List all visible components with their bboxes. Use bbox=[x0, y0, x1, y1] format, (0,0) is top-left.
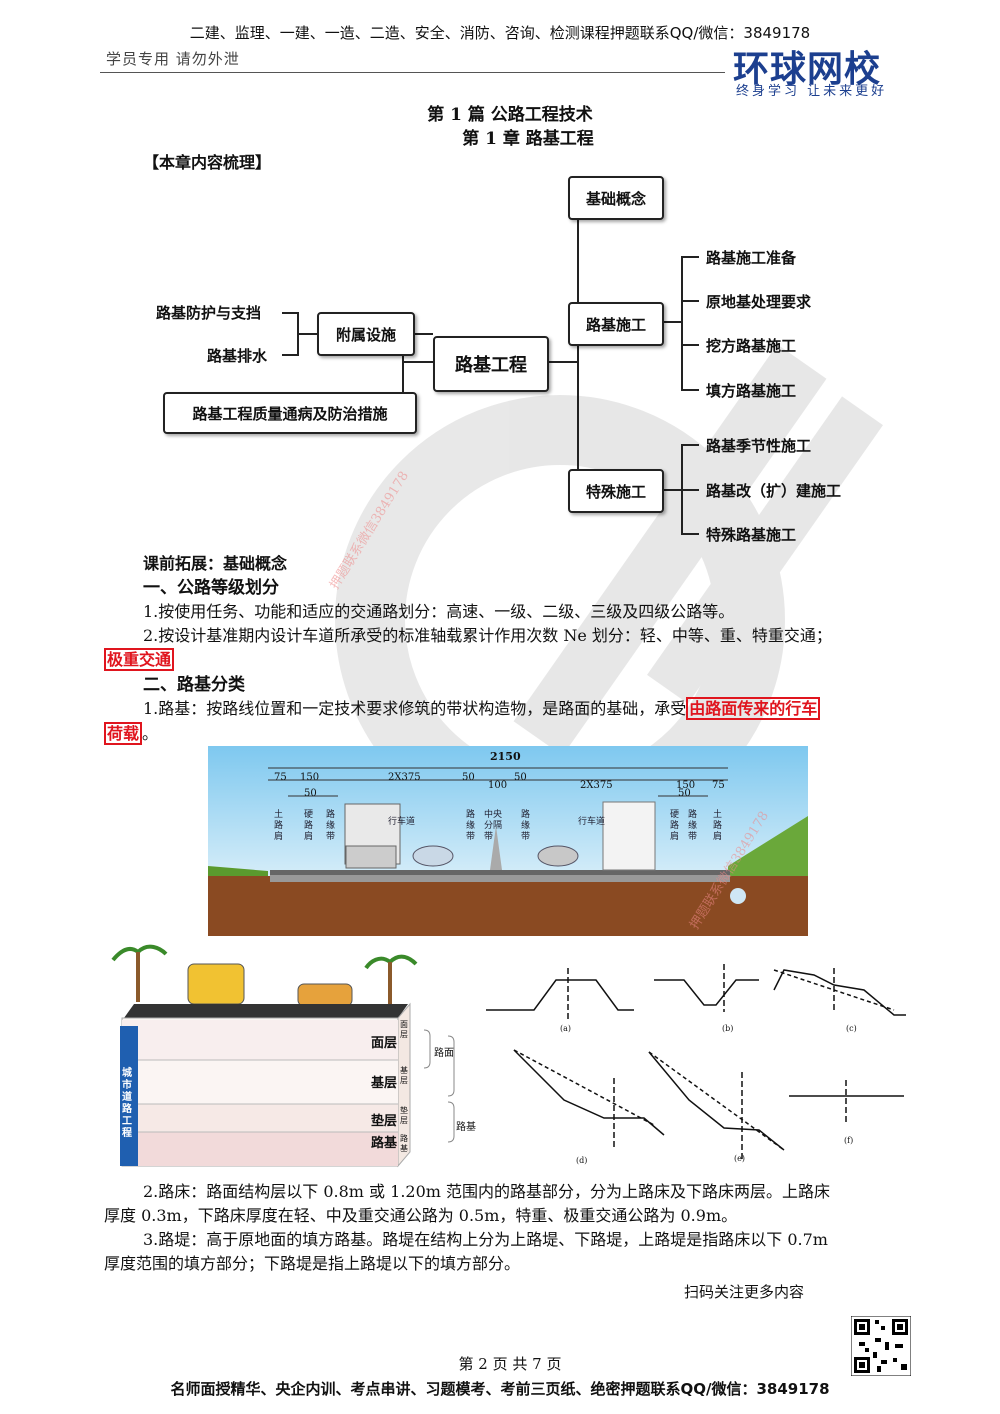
mm-node-attachment: 附属设施 bbox=[317, 312, 415, 356]
highlight-traffic-load: 由路面传来的行车 bbox=[686, 697, 821, 720]
shapes-drawing bbox=[486, 964, 906, 1160]
cs-dim-0: 75 bbox=[274, 772, 287, 783]
cs-dim-10: 75 bbox=[712, 780, 725, 791]
mm-node-quality: 路基工程质量通病及防治措施 bbox=[163, 392, 417, 434]
cs-label-10: 土路肩 bbox=[713, 810, 723, 842]
para-subgrade-bed: 2.路床：路面结构层以下 0.8m 或 1.20m 范围内的路基部分，分为上路床… bbox=[143, 1182, 831, 1201]
shape-caption-a: (a) bbox=[560, 1024, 572, 1033]
mm-node-special: 特殊施工 bbox=[568, 469, 664, 513]
layers-side-label: 城市道路工程 bbox=[122, 1068, 132, 1139]
cross-section-drawing bbox=[208, 746, 808, 936]
figure-pavement-layers: 城市道路工程 面层 基层 垫层 路基 面层 基层 垫层 路基 路面 路基 bbox=[108, 940, 480, 1170]
cs-label-9: 路缘带 bbox=[688, 810, 698, 842]
cs-label-4: 路缘带 bbox=[466, 810, 476, 842]
cs-dim-2: 50 bbox=[304, 788, 317, 799]
header-divider bbox=[100, 72, 725, 73]
para-embankment-cont: 厚度范围的填方部分；下路堤是指上路堤以下的填方部分。 bbox=[104, 1254, 521, 1273]
page-number: 第 2 页 共 7 页 bbox=[458, 1355, 562, 1373]
mm-node-construction: 路基施工 bbox=[568, 302, 664, 346]
mm-leaf-cut: 挖方路基施工 bbox=[706, 337, 797, 355]
para-subgrade-1-end: 。 bbox=[142, 724, 159, 743]
para-subgrade-bed-cont: 厚度 0.3m，下路床厚度在轻、中及重交通公路为 0.5m，特重、极重交通公路为… bbox=[104, 1206, 738, 1225]
cs-dim-6: 50 bbox=[514, 772, 527, 783]
mm-leaf-rebuild: 路基改（扩）建施工 bbox=[706, 482, 842, 500]
mm-leaf-foundation: 原地基处理要求 bbox=[706, 293, 812, 311]
bracket-group-subgrade: 路基 bbox=[456, 1122, 476, 1133]
expansion-heading: 课前拓展：基础概念 bbox=[143, 554, 288, 573]
cs-label-1: 硬路肩 bbox=[304, 810, 314, 842]
header-contact-line: 二建、监理、一建、一造、二造、安全、消防、咨询、检测课程押题联系QQ/微信：38… bbox=[189, 24, 811, 42]
cs-label-3: 行车道 bbox=[388, 817, 416, 827]
section-tag: 【本章内容梳理】 bbox=[143, 153, 272, 172]
cs-dim-3: 2X375 bbox=[388, 772, 421, 783]
mm-leaf-special-subgrade: 特殊路基施工 bbox=[706, 526, 797, 544]
para-subgrade-1: 1.路基：按路线位置和一定技术要求修筑的带状构造物，是路面的基础，承受由路面传来… bbox=[143, 697, 821, 721]
shape-caption-d: (d) bbox=[576, 1156, 588, 1165]
qr-code[interactable] bbox=[851, 1316, 911, 1376]
cs-total-width: 2150 bbox=[490, 750, 521, 763]
cs-dim-1: 150 bbox=[300, 772, 320, 783]
mm-root-node: 路基工程 bbox=[433, 336, 549, 392]
bracket-small-2: 垫层 bbox=[400, 1106, 408, 1125]
mm-node-basic-concept: 基础概念 bbox=[568, 176, 664, 220]
layer-base: 基层 bbox=[371, 1076, 398, 1091]
para-grade-1: 1.按使用任务、功能和适应的交通路划分：高速、一级、二级、三级及四级公路等。 bbox=[143, 602, 735, 621]
layer-subgrade: 路基 bbox=[371, 1136, 398, 1151]
para-subgrade-1-cont: 荷载。 bbox=[104, 722, 158, 746]
brand-logo: 环球网校 bbox=[733, 49, 882, 90]
layer-cushion: 垫层 bbox=[371, 1114, 398, 1129]
shape-caption-f: (f) bbox=[844, 1136, 854, 1145]
cs-label-6: 路缘带 bbox=[521, 810, 531, 842]
scan-note: 扫码关注更多内容 bbox=[684, 1283, 805, 1301]
footer-contact-line: 名师面授精华、央企内训、考点串讲、习题模考、考前三页纸、绝密押题联系QQ/微信：… bbox=[170, 1380, 830, 1398]
mm-leaf-fill: 填方路基施工 bbox=[706, 382, 797, 400]
cs-label-7: 行车道 bbox=[578, 817, 606, 827]
figure-road-cross-section: 2150 75 150 50 2X375 50 100 50 2X375 50 … bbox=[208, 746, 808, 936]
chapter-title: 第 1 章 路基工程 bbox=[462, 129, 594, 149]
cs-dim-4: 50 bbox=[462, 772, 475, 783]
highlight-load: 荷载 bbox=[104, 722, 143, 745]
cs-dim-7: 2X375 bbox=[580, 780, 613, 791]
shape-caption-e: (e) bbox=[734, 1154, 745, 1163]
highlight-extra-heavy: 极重交通 bbox=[104, 648, 175, 671]
mm-leaf-protection: 路基防护与支挡 bbox=[156, 304, 262, 322]
cs-label-5: 中央分隔带 bbox=[484, 810, 503, 842]
para-grade-2: 2.按设计基准期内设计车道所承受的标准轴载累计作用次数 Ne 划分：轻、中等、重… bbox=[143, 626, 832, 645]
heading-road-grade: 一、公路等级划分 bbox=[143, 578, 279, 598]
bracket-small-1: 基层 bbox=[400, 1066, 408, 1085]
shape-caption-c: (c) bbox=[846, 1024, 857, 1033]
cs-label-0: 土路肩 bbox=[274, 810, 284, 842]
mm-leaf-seasonal: 路基季节性施工 bbox=[706, 437, 812, 455]
para-grade-2-cont: 极重交通 bbox=[104, 648, 175, 672]
cs-dim-5: 100 bbox=[488, 780, 508, 791]
bracket-group-pavement: 路面 bbox=[434, 1048, 454, 1059]
figure-subgrade-shapes: (a) (b) (c) (d) (e) (f) bbox=[484, 950, 914, 1170]
bracket-small-3: 路基 bbox=[400, 1134, 408, 1153]
brand-slogan: 终身学习 让未来更好 bbox=[736, 84, 888, 99]
para-embankment: 3.路堤：高于原地面的填方路基。路堤在结构上分为上路堤、下路堤，上路堤是指路床以… bbox=[143, 1230, 828, 1249]
mm-leaf-drainage: 路基排水 bbox=[207, 347, 268, 365]
part-title: 第 1 篇 公路工程技术 bbox=[427, 105, 593, 125]
shape-caption-b: (b) bbox=[722, 1024, 734, 1033]
layer-surface: 面层 bbox=[371, 1036, 398, 1051]
heading-subgrade-types: 二、路基分类 bbox=[143, 675, 245, 695]
bracket-small-0: 面层 bbox=[400, 1020, 408, 1039]
layers-drawing bbox=[111, 944, 455, 1168]
cs-dim-8: 50 bbox=[678, 788, 691, 799]
header-left-note: 学员专用 请勿外泄 bbox=[106, 50, 240, 68]
cs-label-8: 硬路肩 bbox=[670, 810, 680, 842]
cs-dim-9: 150 bbox=[676, 780, 696, 791]
mm-leaf-prep: 路基施工准备 bbox=[706, 249, 797, 267]
para-subgrade-1-text: 1.路基：按路线位置和一定技术要求修筑的带状构造物，是路面的基础，承受 bbox=[143, 699, 687, 718]
cs-label-2: 路缘带 bbox=[326, 810, 336, 842]
